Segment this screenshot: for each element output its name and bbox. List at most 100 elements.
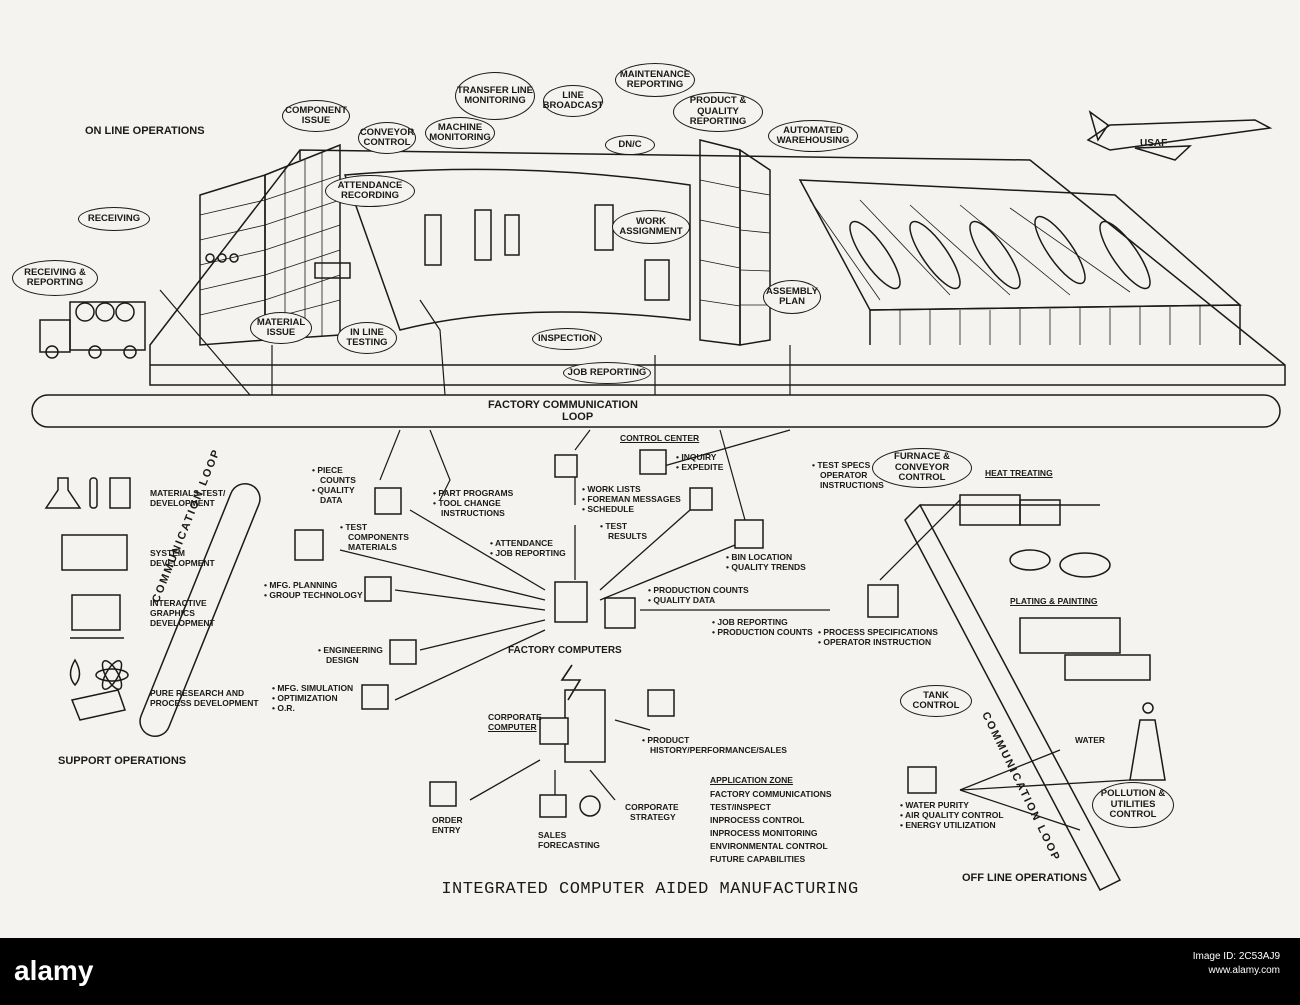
watermark-id: Image ID: 2C53AJ9 www.alamy.com: [1193, 950, 1280, 978]
bubble-receiving: RECEIVING: [78, 207, 150, 231]
order-entry-label: ORDER: [432, 815, 463, 825]
factory-loop-label-2: LOOP: [562, 411, 594, 423]
production-counts-2-label: • PRODUCTION COUNTS: [712, 627, 813, 637]
figure-title: INTEGRATED COMPUTER AIDED MANUFACTURING: [441, 880, 859, 899]
production-counts-label: • PRODUCTION COUNTS: [648, 585, 749, 595]
application-zone-item: FACTORY COMMUNICATIONS: [710, 789, 832, 799]
job-reporting-2-label: • JOB REPORTING: [712, 617, 788, 627]
mfg-planning-label: • MFG. PLANNING: [264, 580, 338, 590]
watermark-logo: alamy: [14, 955, 94, 986]
corporate-computer-label-2: COMPUTER: [488, 722, 537, 732]
application-zone-item: INPROCESS CONTROL: [710, 815, 805, 825]
energy-utilization-label: • ENERGY UTILIZATION: [900, 820, 996, 830]
watermark-site: www.alamy.com: [1208, 965, 1281, 976]
bubble-tank-control: TANK CONTROL: [900, 685, 972, 717]
tool-change-label-2: INSTRUCTIONS: [441, 508, 505, 518]
bubble-material-issue: MATERIAL ISSUE: [250, 312, 312, 344]
offline-equipment: [959, 494, 1166, 781]
test-components-label-3: MATERIALS: [348, 542, 397, 552]
control-center-label: CONTROL CENTER: [620, 433, 700, 443]
computer-terminals: [294, 449, 937, 818]
bubble-in-line-testing: IN LINE TESTING: [337, 322, 397, 354]
factory-floor: [149, 149, 1286, 386]
aircraft-marking: USAF: [1140, 138, 1168, 149]
bubble-component-issue: COMPONENT ISSUE: [282, 100, 350, 132]
support-communication-loop: [139, 482, 261, 738]
water-label: WATER: [1075, 735, 1106, 745]
bubble-pollution-utilities-control: POLLUTION & UTILITIES CONTROL: [1092, 782, 1174, 828]
operator-instruction-label: • OPERATOR INSTRUCTION: [818, 637, 932, 647]
water-purity-label: • WATER PURITY: [900, 800, 969, 810]
system-development-label-2: DEVELOPMENT: [150, 558, 215, 568]
foreman-messages-label: • FOREMAN MESSAGES: [582, 494, 681, 504]
quality-data-center-label: • QUALITY DATA: [648, 595, 716, 605]
truck-icon: [39, 301, 146, 359]
quality-data-label: • QUALITY: [312, 485, 355, 495]
assembly-hall: [798, 179, 1242, 345]
bubble-automated-warehousing: AUTOMATED WAREHOUSING: [768, 120, 858, 152]
corporate-strategy-label: CORPORATE: [625, 802, 679, 812]
bubble-work-assignment: WORK ASSIGNMENT: [612, 210, 690, 244]
piece-counts-label-2: COUNTS: [320, 475, 356, 485]
air-quality-label: • AIR QUALITY CONTROL: [900, 810, 1004, 820]
graphics-development-label-3: DEVELOPMENT: [150, 618, 215, 628]
sales-forecasting-label: SALES: [538, 830, 567, 840]
work-lists-label: • WORK LISTS: [582, 484, 641, 494]
inquiry-label: • INQUIRY: [676, 452, 717, 462]
application-zone-item: FUTURE CAPABILITIES: [710, 854, 806, 864]
application-zone-item: TEST/INSPECT: [710, 802, 771, 812]
bubble-product-quality-reporting: PRODUCT & QUALITY REPORTING: [673, 92, 763, 132]
aircraft-icon: [1086, 110, 1273, 161]
offline-communication-loop: [904, 503, 1122, 891]
bubble-conveyor-control: CONVEYOR CONTROL: [358, 122, 416, 154]
support-icons: [44, 477, 131, 721]
bubble-machine-monitoring: MACHINE MONITORING: [425, 117, 495, 149]
application-zone-item: INPROCESS MONITORING: [710, 828, 818, 838]
or-label: • O.R.: [272, 703, 295, 713]
pure-research-label-2: PROCESS DEVELOPMENT: [150, 698, 259, 708]
bubble-job-reporting: JOB REPORTING: [563, 362, 651, 384]
engineering-design-label: • ENGINEERING: [318, 645, 383, 655]
bubble-line-broadcast: LINE BROADCAST: [543, 85, 603, 117]
corporate-computer-label: CORPORATE: [488, 712, 542, 722]
test-components-label-2: COMPONENTS: [348, 532, 409, 542]
test-components-label: • TEST: [340, 522, 368, 532]
pure-research-label: PURE RESEARCH AND: [150, 688, 245, 698]
piece-counts-label: • PIECE: [312, 465, 343, 475]
bin-location-label: • BIN LOCATION: [726, 552, 793, 562]
materials-test-label-2: DEVELOPMENT: [150, 498, 215, 508]
sales-forecasting-label-2: FORECASTING: [538, 840, 600, 850]
test-specs-label-2: OPERATOR: [820, 470, 868, 480]
bubble-assembly-plan: ASSEMBLY PLAN: [763, 280, 821, 314]
engineering-design-label-2: DESIGN: [326, 655, 359, 665]
application-zone-item: ENVIRONMENTAL CONTROL: [710, 841, 828, 851]
tool-change-label: • TOOL CHANGE: [433, 498, 501, 508]
attendance-label: • ATTENDANCE: [490, 538, 553, 548]
network-links: [339, 429, 1131, 831]
quality-trends-label: • QUALITY TRENDS: [726, 562, 806, 572]
machining-area: [314, 168, 691, 331]
system-development-label: SYSTEM: [150, 548, 185, 558]
plating-painting-label: PLATING & PAINTING: [1010, 596, 1098, 606]
bubble-inspection: INSPECTION: [532, 328, 602, 350]
graphics-development-label-2: GRAPHICS: [150, 608, 195, 618]
group-technology-label: • GROUP TECHNOLOGY: [264, 590, 363, 600]
link-bolt: [560, 664, 582, 701]
bubble-attendance-recording: ATTENDANCE RECORDING: [325, 175, 415, 207]
expedite-label: • EXPEDITE: [676, 462, 724, 472]
heat-treating-label: HEAT TREATING: [985, 468, 1053, 478]
quality-data-label-2: DATA: [320, 495, 343, 505]
graphics-development-label: INTERACTIVE: [150, 598, 207, 608]
bubble-transfer-line-monitoring: TRANSFER LINE MONITORING: [455, 72, 535, 120]
off-line-operations-heading: OFF LINE OPERATIONS: [962, 872, 1088, 884]
on-line-operations-heading: ON LINE OPERATIONS: [85, 125, 205, 137]
watermark-image-id: Image ID: 2C53AJ9: [1192, 951, 1280, 962]
bubble-furnace-conveyor-control: FURNACE & CONVEYOR CONTROL: [872, 448, 972, 488]
test-specs-label: • TEST SPECS: [812, 460, 871, 470]
optimization-label: • OPTIMIZATION: [272, 693, 338, 703]
test-specs-label-3: INSTRUCTIONS: [820, 480, 884, 490]
test-results-label: • TEST: [600, 521, 628, 531]
